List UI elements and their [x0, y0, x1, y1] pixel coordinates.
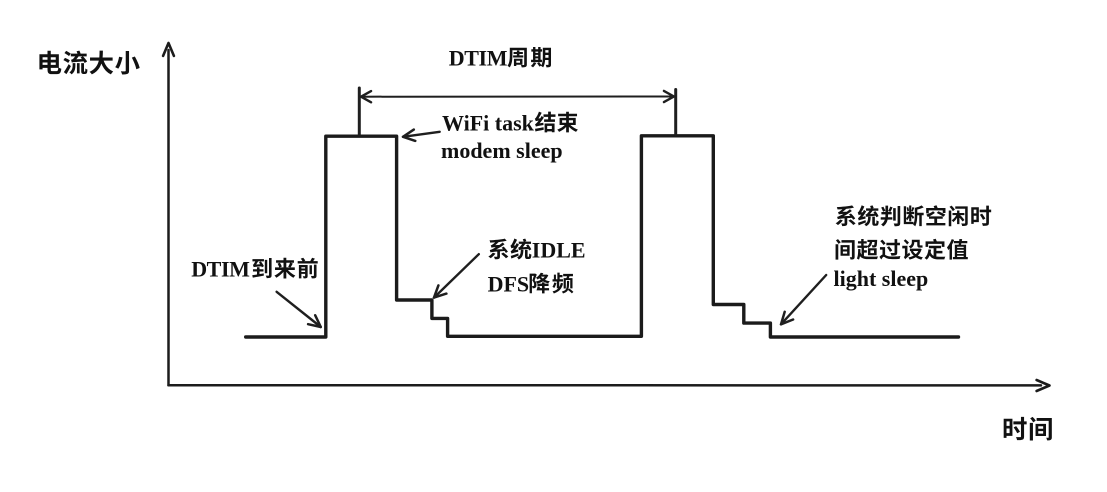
- svg-text:light sleep: light sleep: [834, 266, 929, 291]
- svg-text:modem sleep: modem sleep: [441, 138, 563, 163]
- svg-text:DFS: DFS: [488, 271, 530, 296]
- svg-text:IDLE: IDLE: [532, 237, 586, 262]
- svg-text:DTIM: DTIM: [191, 257, 250, 282]
- svg-text:WiFi task: WiFi task: [442, 110, 535, 135]
- svg-text:DTIM: DTIM: [449, 45, 508, 70]
